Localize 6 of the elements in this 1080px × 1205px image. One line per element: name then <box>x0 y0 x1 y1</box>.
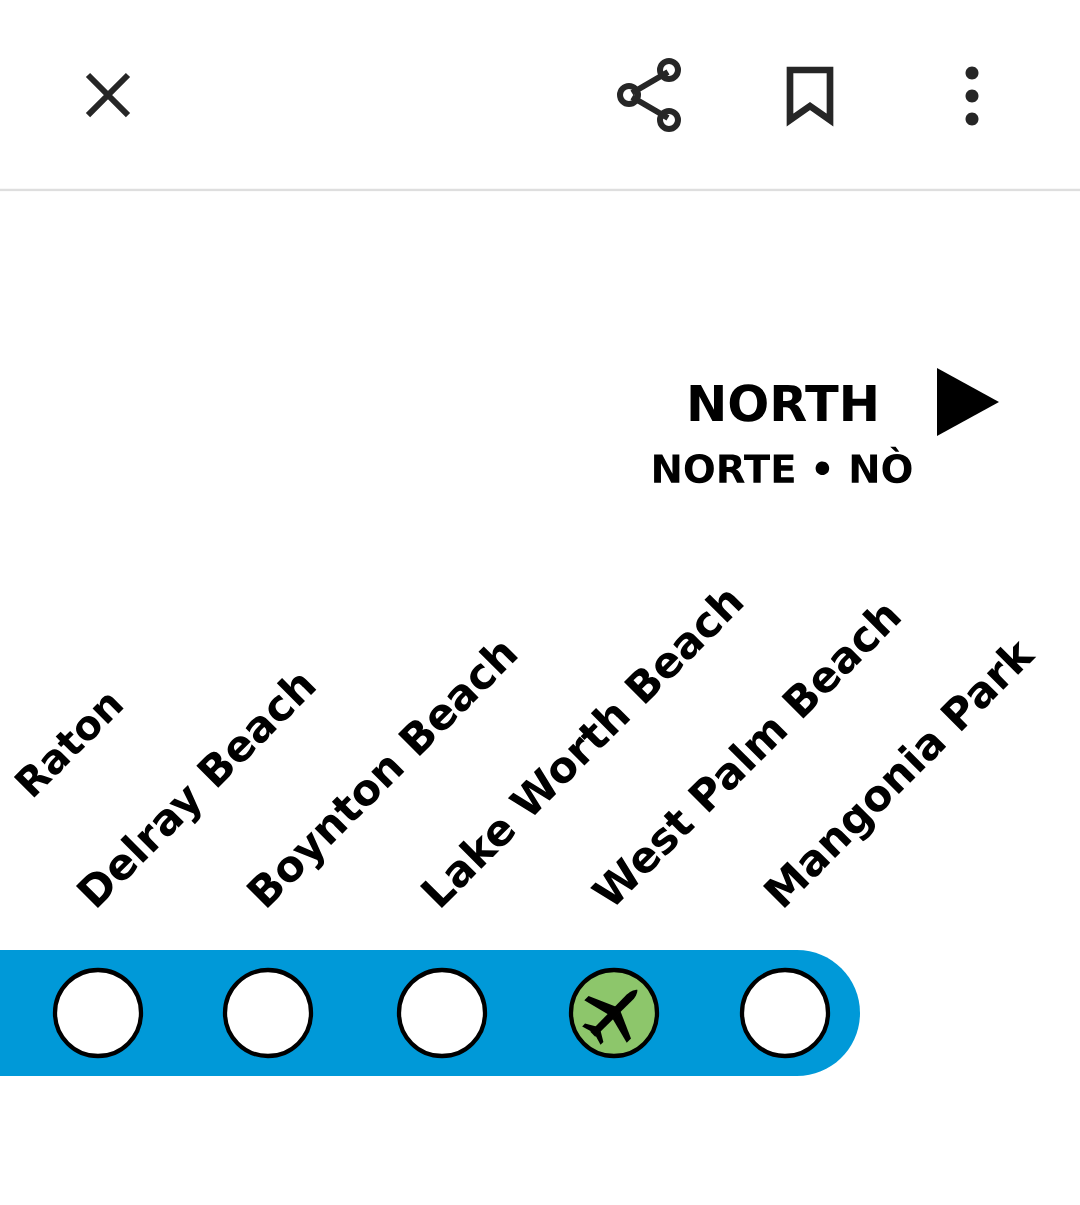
station-circle <box>396 967 488 1059</box>
station-circle <box>52 967 144 1059</box>
direction-title: NORTH <box>690 384 876 422</box>
direction-subtitle: NORTE • NÒ <box>654 446 912 484</box>
station-circle <box>739 967 831 1059</box>
station-circle <box>222 967 314 1059</box>
